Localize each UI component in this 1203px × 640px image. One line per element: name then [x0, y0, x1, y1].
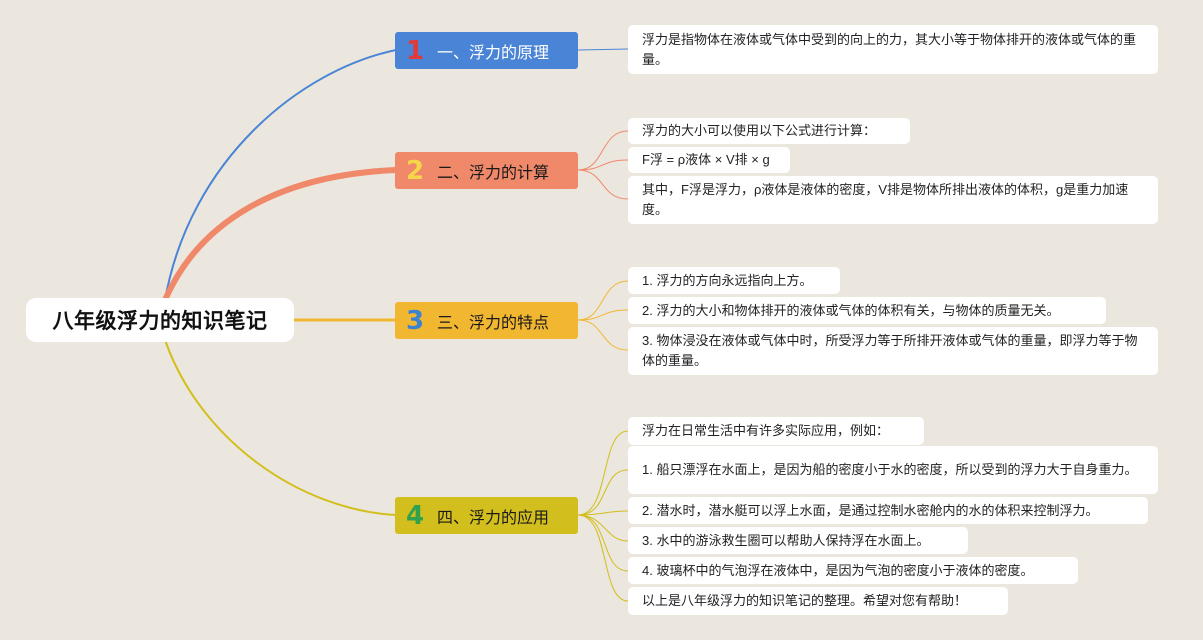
leaf-text: 2. 浮力的大小和物体排开的液体或气体的体积有关，与物体的质量无关。 [642, 302, 1060, 318]
leaf-text: 其中，F浮是浮力，ρ液体是液体的密度，V排是物体所排出液体的体积，g是重力加速度… [642, 182, 1129, 217]
branch-4-topic[interactable]: 4 四、浮力的应用 [395, 497, 578, 534]
branch-4-number-badge: 4 [405, 500, 425, 531]
branch-4-leaf-1[interactable]: 浮力在日常生活中有许多实际应用，例如： [628, 417, 924, 445]
branch-4-leaf-2[interactable]: 1. 船只漂浮在水面上，是因为船的密度小于水的密度，所以受到的浮力大于自身重力。 [628, 446, 1158, 494]
root-title: 八年级浮力的知识笔记 [52, 309, 268, 333]
connector-b3-leaf-3 [577, 319, 629, 351]
branch-1-leaf-1[interactable]: 浮力是指物体在液体或气体中受到的向上的力，其大小等于物体排开的液体或气体的重量。 [628, 25, 1158, 74]
branch-1-topic[interactable]: 1 一、浮力的原理 [395, 32, 578, 69]
leaf-text: F浮 = ρ液体 × V排 × g [642, 152, 770, 167]
branch-3-number-badge: 3 [405, 305, 425, 336]
branch-2-leaf-1[interactable]: 浮力的大小可以使用以下公式进行计算： [628, 118, 910, 144]
connector-root-branch-1 [164, 49, 397, 301]
connector-b2-leaf-3 [577, 169, 629, 200]
connector-b4-leaf-6 [577, 514, 629, 602]
branch-2-number-badge: 2 [405, 155, 425, 186]
leaf-text: 2. 潜水时，潜水艇可以浮上水面，是通过控制水密舱内的水的体积来控制浮力。 [642, 502, 1099, 518]
branch-4-leaf-6[interactable]: 以上是八年级浮力的知识笔记的整理。希望对您有帮助！ [628, 587, 1008, 615]
leaf-text: 1. 浮力的方向永远指向上方。 [642, 272, 813, 288]
connector-b3-leaf-1 [577, 280, 629, 321]
connector-b2-leaf-1 [577, 130, 629, 171]
branch-1-number-badge: 1 [405, 35, 425, 66]
branch-2-topic[interactable]: 2 二、浮力的计算 [395, 152, 578, 189]
branch-2-label: 二、浮力的计算 [437, 162, 550, 182]
branch-4-leaf-4[interactable]: 3. 水中的游泳救生圈可以帮助人保持浮在水面上。 [628, 527, 968, 554]
leaf-text: 4. 玻璃杯中的气泡浮在液体中，是因为气泡的密度小于液体的密度。 [642, 562, 1034, 578]
branch-4-leaf-3[interactable]: 2. 潜水时，潜水艇可以浮上水面，是通过控制水密舱内的水的体积来控制浮力。 [628, 497, 1148, 524]
connector-b4-leaf-2 [577, 469, 629, 516]
branch-4-leaf-5[interactable]: 4. 玻璃杯中的气泡浮在液体中，是因为气泡的密度小于液体的密度。 [628, 557, 1078, 584]
branch-3-leaf-2[interactable]: 2. 浮力的大小和物体排开的液体或气体的体积有关，与物体的质量无关。 [628, 297, 1106, 324]
root-topic[interactable]: 八年级浮力的知识笔记 [26, 298, 294, 342]
leaf-text: 1. 船只漂浮在水面上，是因为船的密度小于水的密度，所以受到的浮力大于自身重力。 [642, 462, 1138, 477]
branch-3-label: 三、浮力的特点 [437, 312, 550, 332]
branch-4-label: 四、浮力的应用 [437, 507, 550, 527]
connector-b4-leaf-4 [577, 514, 629, 542]
branch-3-leaf-1[interactable]: 1. 浮力的方向永远指向上方。 [628, 267, 840, 294]
connector-b4-leaf-3 [577, 510, 629, 516]
branch-1-label: 一、浮力的原理 [437, 42, 550, 62]
leaf-text: 浮力的大小可以使用以下公式进行计算： [642, 123, 877, 138]
connector-b3-leaf-2 [577, 309, 629, 321]
leaf-text: 3. 水中的游泳救生圈可以帮助人保持浮在水面上。 [642, 532, 930, 548]
branch-3-topic[interactable]: 3 三、浮力的特点 [395, 302, 578, 339]
branch-2-leaf-2[interactable]: F浮 = ρ液体 × V排 × g [628, 147, 790, 173]
connector-b1-leaf-1 [577, 48, 629, 51]
leaf-text: 3. 物体浸没在液体或气体中时，所受浮力等于所排开液体或气体的重量，即浮力等于物… [642, 333, 1138, 368]
connector-b2-leaf-2 [577, 159, 629, 171]
connector-root-branch-4 [164, 339, 397, 516]
connector-b4-leaf-5 [577, 514, 629, 572]
connector-b4-leaf-1 [577, 430, 629, 516]
leaf-text: 浮力是指物体在液体或气体中受到的向上的力，其大小等于物体排开的液体或气体的重量。 [642, 31, 1137, 67]
connector-root-branch-2 [162, 167, 397, 302]
branch-2-leaf-3[interactable]: 其中，F浮是浮力，ρ液体是液体的密度，V排是物体所排出液体的体积，g是重力加速度… [628, 176, 1158, 224]
leaf-text: 以上是八年级浮力的知识笔记的整理。希望对您有帮助！ [642, 593, 968, 608]
branch-3-leaf-3[interactable]: 3. 物体浸没在液体或气体中时，所受浮力等于所排开液体或气体的重量，即浮力等于物… [628, 327, 1158, 375]
leaf-text: 浮力在日常生活中有许多实际应用，例如： [642, 423, 890, 438]
